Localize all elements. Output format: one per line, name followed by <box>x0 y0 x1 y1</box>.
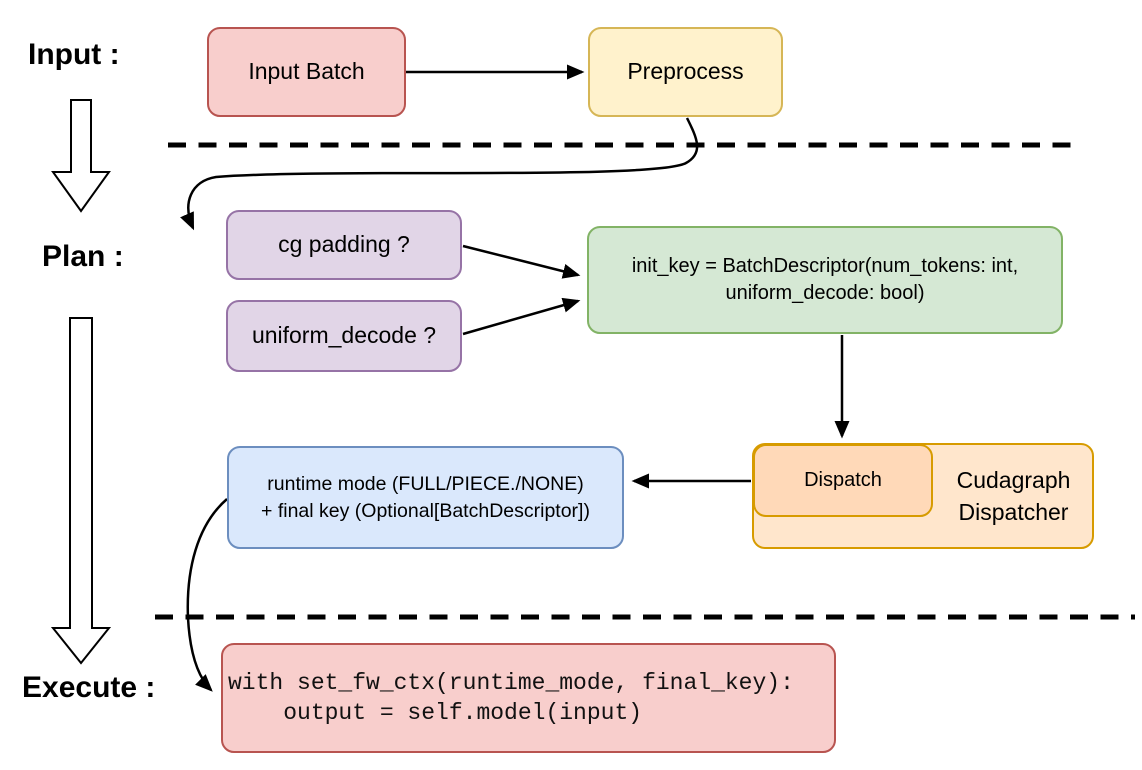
node-dispatch-label: Dispatch <box>804 469 882 491</box>
cudagraph-dispatcher-line1: Cudagraph <box>956 466 1071 493</box>
node-uniform-decode: uniform_decode ? <box>226 300 462 372</box>
stage-label-input: Input : <box>28 38 120 71</box>
node-runtime-result-line1: runtime mode (FULL/PIECE./NONE) <box>267 473 584 496</box>
stage-arrow-input-to-plan <box>51 99 111 213</box>
node-uniform-decode-label: uniform_decode ? <box>251 322 437 349</box>
node-dispatch: Dispatch <box>753 444 933 517</box>
node-input-batch-label: Input Batch <box>248 58 365 85</box>
node-preprocess: Preprocess <box>588 27 783 117</box>
stage-arrow-plan-to-execute <box>50 317 112 665</box>
arrow-cg-padding-to-init-key <box>462 244 581 279</box>
node-execute-code: with set_fw_ctx(runtime_mode, final_key)… <box>221 643 836 753</box>
node-cg-padding-label: cg padding ? <box>278 231 410 258</box>
cudagraph-dispatcher-line2: Dispatcher <box>958 499 1069 525</box>
node-input-batch: Input Batch <box>207 27 406 117</box>
stage-label-execute: Execute : <box>22 671 156 704</box>
node-cg-padding: cg padding ? <box>226 210 462 280</box>
arrow-uniform-decode-to-init-key <box>462 297 581 336</box>
node-init-key: init_key = BatchDescriptor(num_tokens: i… <box>587 226 1063 334</box>
node-preprocess-label: Preprocess <box>627 58 744 85</box>
node-init-key-line1: init_key = BatchDescriptor(num_tokens: i… <box>631 255 1019 277</box>
node-init-key-line2: uniform_decode: bool) <box>725 282 925 304</box>
execute-code-line1: with set_fw_ctx(runtime_mode, final_key)… <box>228 670 794 696</box>
execute-code-line2: output = self.model(input) <box>228 700 643 726</box>
node-cudagraph-dispatcher-title: Cudagraph Dispatcher <box>933 443 1094 549</box>
node-runtime-result: runtime mode (FULL/PIECE./NONE) + final … <box>227 446 624 549</box>
stage-label-plan: Plan : <box>42 240 124 273</box>
node-runtime-result-line2: + final key (Optional[BatchDescriptor]) <box>261 499 590 522</box>
